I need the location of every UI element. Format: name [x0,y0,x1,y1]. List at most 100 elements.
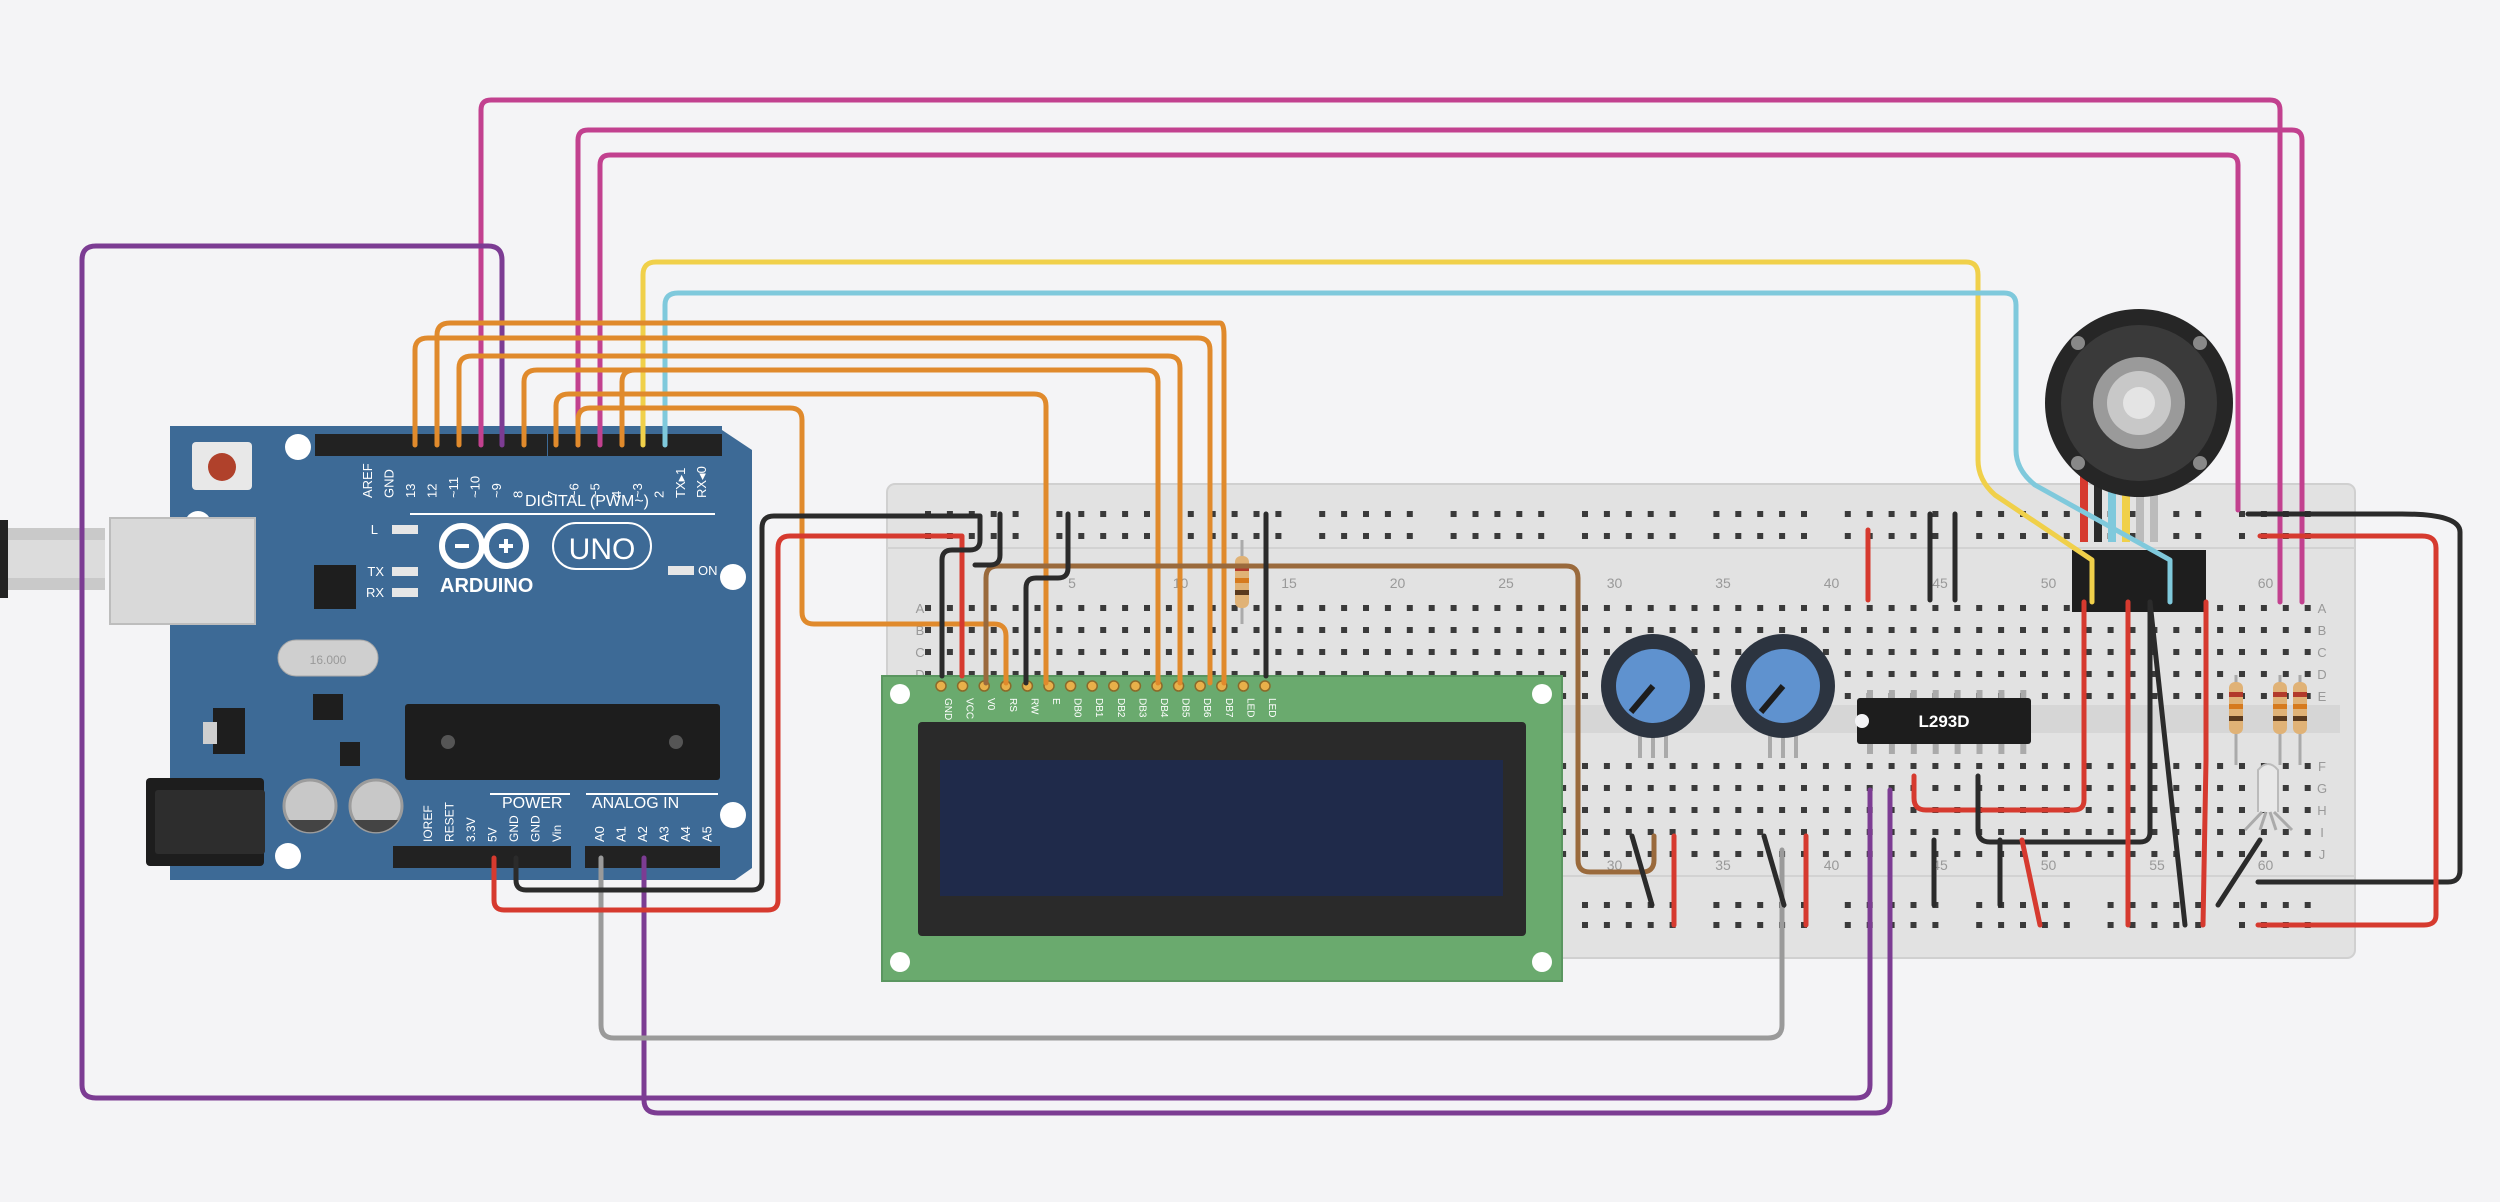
regulator-chip [313,694,343,720]
wire-cyan [662,290,2173,605]
lcd-pin [1194,680,1206,692]
lcd-pin-label: RW [1028,698,1039,715]
arduino-logo-icon [439,523,529,569]
column-number: 45 [1932,575,1948,591]
analog-header-label: ANALOG IN [592,795,679,812]
wire-purple-1 [79,243,1873,1101]
lcd-pin-label: DB1 [1093,698,1104,718]
rgb-led-icon [2243,763,2294,832]
digital-pin-label: GND [382,469,397,498]
brand-label: ARDUINO [440,575,533,597]
digital-pin-label: TX▸1 [673,468,688,498]
wires [79,97,2463,1116]
power-jack [146,778,265,866]
capacitors [282,778,404,834]
digital-header-label: DIGITAL (PWM~) [525,493,649,510]
analog-pin-label: A3 [657,826,672,842]
atmega-chip [405,704,720,780]
usb-cable [0,520,105,598]
row-letter: A [916,601,925,616]
digital-pin-label: AREF [360,463,375,498]
potentiometer-2[interactable] [1731,634,1835,758]
voltage-regulator [213,708,245,754]
column-number: 30 [1607,575,1623,591]
column-number: 25 [1498,575,1514,591]
row-letter: E [2318,689,2327,704]
digital-pin-label: ~3 [630,483,645,498]
column-number: 35 [1715,575,1731,591]
wire-orange-3 [456,353,1183,686]
crystal [277,639,379,677]
column-number: 15 [1281,575,1297,591]
potentiometer-1[interactable] [1601,634,1705,758]
column-number: 60 [2258,857,2274,873]
row-letter: C [2317,645,2326,660]
power-pin-label: 5V [486,827,500,842]
row-letter: D [2317,667,2326,682]
power-pin-label: IOREF [421,805,435,842]
lcd-pin [1086,680,1098,692]
row-letter: J [2319,847,2326,862]
column-number: 40 [1824,857,1840,873]
led-label-l: L [371,522,378,537]
model-label: UNO [569,533,636,566]
row-letter: B [916,623,925,638]
digital-pin-label: 4 [609,491,624,498]
ic-label: L293D [1918,712,1969,731]
lcd-pin [1129,680,1142,692]
wire-red-5v [491,533,965,913]
power-pin-label: 3.3V [464,817,478,842]
digital-pin-label: ~11 [446,477,461,498]
on-label: ON [698,563,718,578]
power-pin-label: Vin [550,825,564,842]
column-number: 55 [2149,857,2165,873]
digital-pin-label: 7 [545,491,560,498]
digital-pin-label: ~6 [566,483,581,498]
power-pin-label: RESET [443,801,457,842]
wire-orange-5 [553,391,1049,686]
analog-pin-label: A0 [592,826,607,842]
column-number: 35 [1715,857,1731,873]
row-letter: H [2317,803,2326,818]
digital-pin-label: ~10 [468,476,483,498]
lcd-pin [1108,680,1120,692]
digital-pin-label: ~9 [489,483,504,498]
lcd-pin-label: E [1050,698,1061,705]
column-number: 5 [1068,575,1076,591]
wire-orange-1 [412,335,1213,686]
lcd-pin [935,680,947,692]
wire-orange-2 [434,320,1227,686]
digital-pin-label: 2 [652,491,667,498]
lcd-pin-label: RS [1007,698,1018,712]
row-letter: B [2318,623,2327,638]
analog-pin-label: A4 [678,826,693,842]
lcd-pin [1237,680,1250,692]
analog-pin-label: A1 [614,826,629,842]
wire-magenta-3 [597,152,2241,513]
power-header-label: POWER [502,795,562,812]
lcd-pin-label: DB7 [1223,698,1234,718]
wire-gray [598,847,1785,1041]
wire-orange-6 [619,367,1145,448]
status-leds [392,525,694,597]
analog-pin-label: A5 [700,826,715,842]
digital-pin-label: 13 [403,484,418,498]
led-label-rx: RX [366,585,384,600]
column-number: 40 [1824,575,1840,591]
column-number: 50 [2041,857,2057,873]
row-letter: A [2318,601,2327,616]
row-letter: G [2317,781,2327,796]
lcd-pin [956,680,969,692]
reset-button[interactable] [192,442,252,490]
lcd-pin-label: DB0 [1072,698,1083,718]
wire-magenta-2 [575,127,2305,605]
row-letter: C [915,645,924,660]
lcd-pin-label: DB4 [1158,698,1169,718]
row-letter: F [2318,759,2326,774]
lcd-pin-label: DB3 [1136,698,1147,718]
power-pin-label: GND [529,815,543,842]
analog-pin-label: A2 [635,826,650,842]
